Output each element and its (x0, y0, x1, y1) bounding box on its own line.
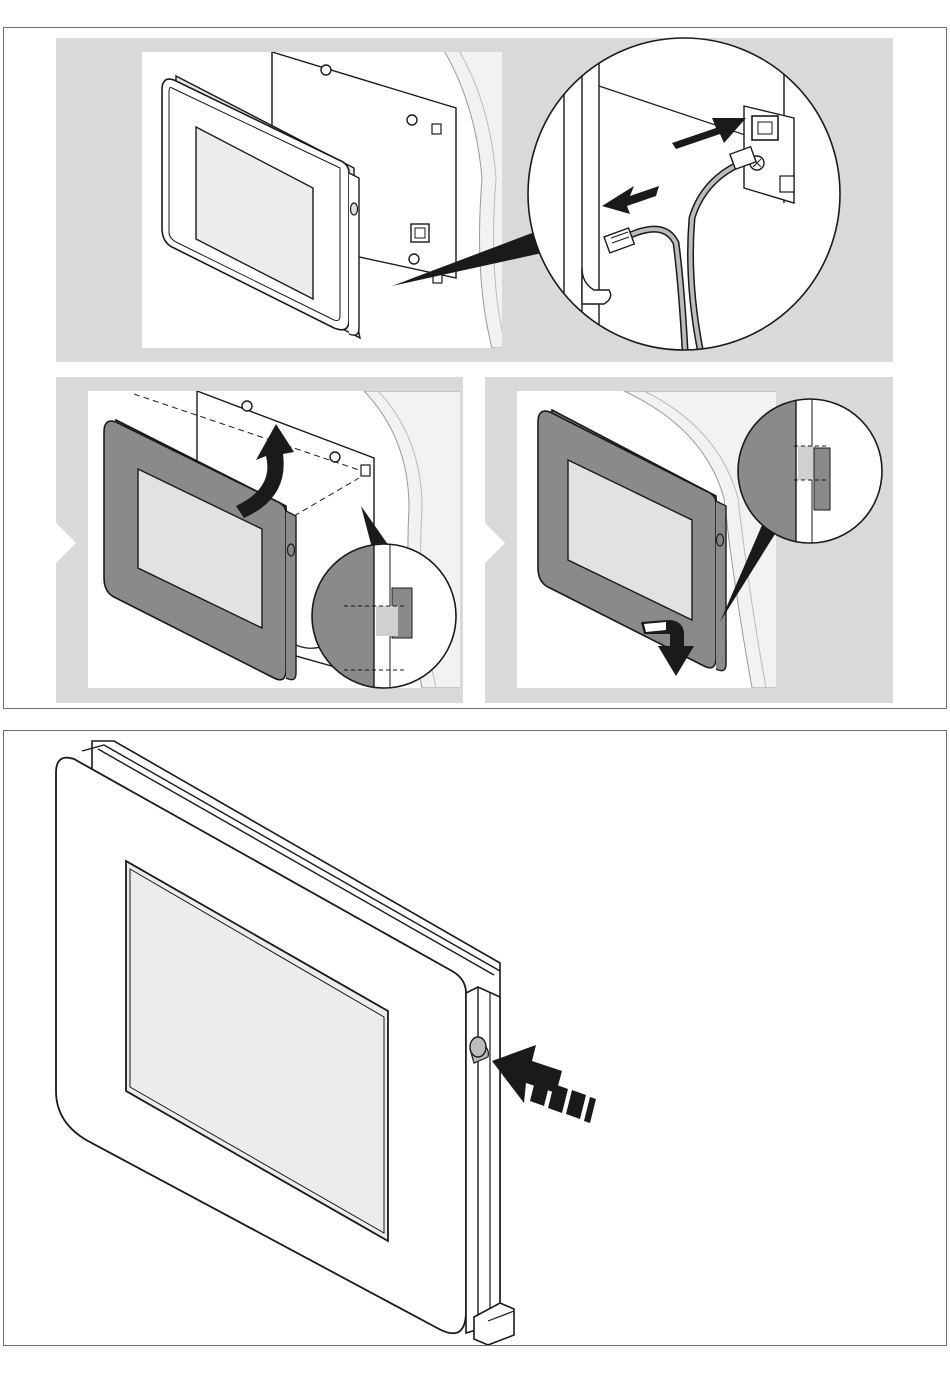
release-button (717, 534, 724, 546)
mount-hook (432, 124, 441, 134)
screw-icon (407, 115, 417, 125)
instruction-frame-bottom (3, 730, 947, 1346)
instruction-frame-top (3, 27, 947, 709)
screw-icon (242, 401, 252, 411)
mount-hook (361, 465, 370, 476)
screw-icon (321, 65, 331, 75)
step-1-panel (56, 28, 893, 368)
step-3-panel (485, 377, 893, 703)
step-2-panel (56, 377, 464, 703)
release-button (288, 544, 295, 556)
control-panel-device (56, 741, 514, 1345)
installation-steps-illustration (4, 28, 946, 708)
dashed-arrow-icon (530, 1077, 596, 1123)
release-button (351, 203, 358, 215)
release-button (470, 1037, 486, 1057)
screw-icon (409, 254, 419, 264)
release-button-illustration (4, 731, 946, 1345)
screw-icon (330, 452, 340, 462)
